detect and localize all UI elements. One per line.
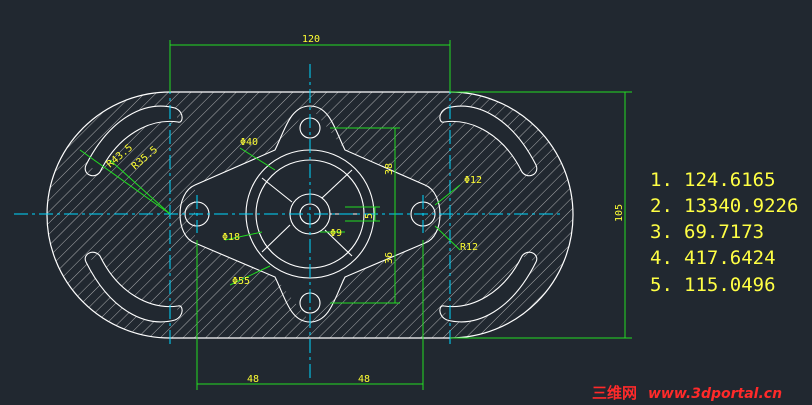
answer-index-3: 3.	[650, 221, 673, 243]
dim-phi12: Φ12	[464, 175, 482, 186]
dim-phi55: Φ55	[232, 276, 250, 287]
dim-38: 38	[384, 163, 395, 175]
answer-index-2: 2.	[650, 195, 673, 217]
answer-value-4: 417.6424	[684, 247, 776, 269]
answer-index-5: 5.	[650, 274, 673, 296]
dim-bottom-right: 48	[358, 374, 370, 385]
answer-index-1: 1.	[650, 169, 673, 191]
watermark-url: www.3dportal.cn	[648, 386, 782, 402]
dim-bottom-left: 48	[247, 374, 259, 385]
dim-5: 5	[364, 213, 375, 219]
dim-phi40: Φ40	[240, 137, 258, 148]
watermark-brand: 三维网	[592, 384, 637, 402]
dim-phi9: Φ9	[330, 228, 342, 239]
dim-height-right: 105	[614, 204, 625, 222]
dim-r12: R12	[460, 242, 478, 253]
answer-value-1: 124.6165	[684, 169, 776, 191]
centerlines	[14, 64, 560, 380]
slot-outlines	[84, 105, 538, 323]
answer-value-5: 115.0496	[684, 274, 776, 296]
answer-value-3: 69.7173	[684, 221, 764, 243]
answer-index-4: 4.	[650, 247, 673, 269]
dimension-lines	[79, 40, 632, 390]
answers-list: 1. 124.6165 2. 13340.9226 3. 69.7173 4. …	[650, 169, 798, 296]
dim-phi18: Φ18	[222, 232, 240, 243]
dim-36: 36	[384, 252, 395, 264]
answer-value-2: 13340.9226	[684, 195, 798, 217]
dim-top-width: 120	[302, 34, 320, 45]
